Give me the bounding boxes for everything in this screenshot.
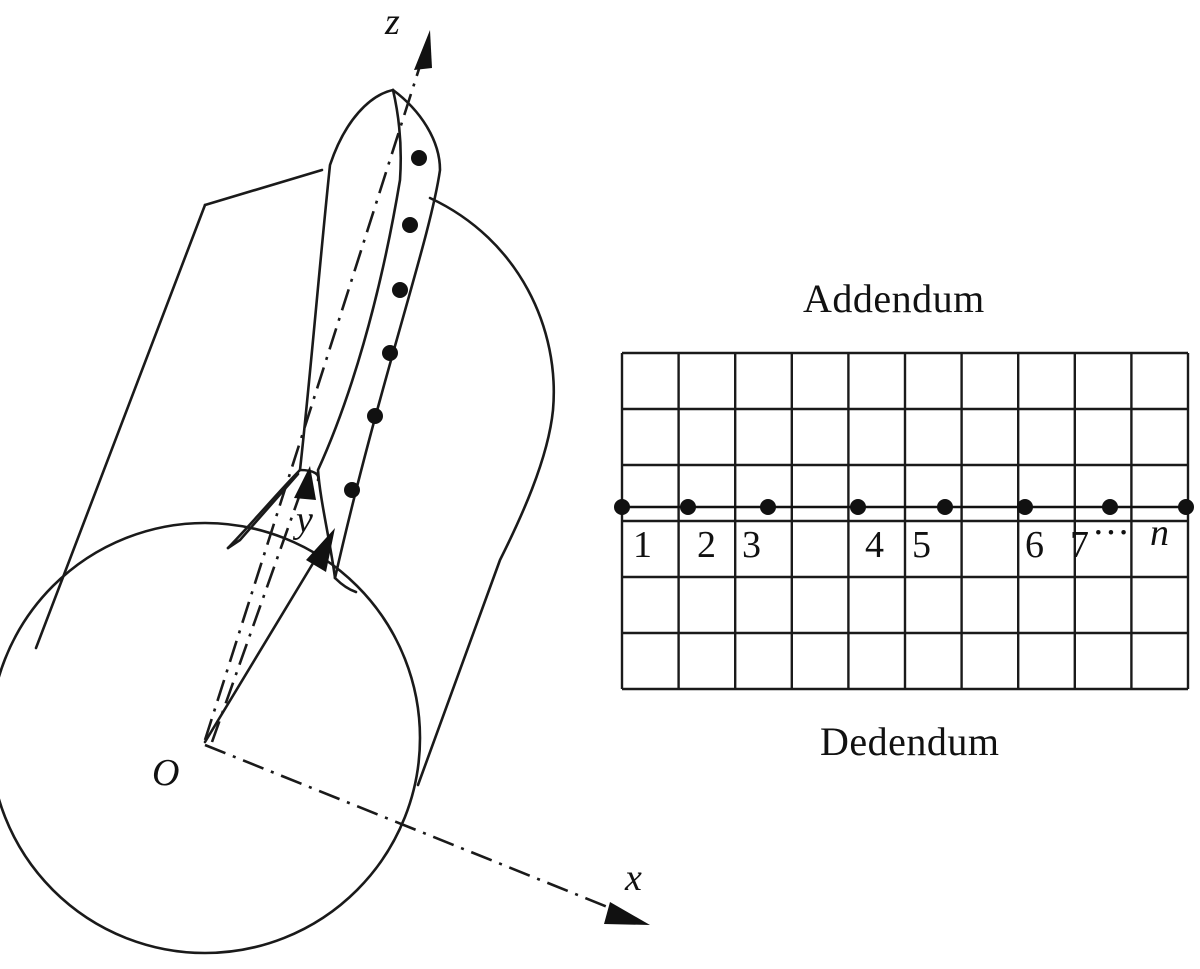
grid-point <box>1178 499 1194 515</box>
grid-point <box>850 499 866 515</box>
grid-last-point-label: n <box>1150 512 1169 554</box>
x-axis-line <box>204 743 621 914</box>
tooth-left-flank <box>298 88 395 472</box>
z-axis-line <box>203 49 427 741</box>
x-axis-label: x <box>624 857 642 899</box>
grid-point <box>1017 499 1033 515</box>
grid-point <box>1102 499 1118 515</box>
grid-point-label: 5 <box>912 524 931 566</box>
grid-point <box>937 499 953 515</box>
y-axis-arrowhead <box>294 466 316 500</box>
grid-point <box>614 499 630 515</box>
grid-point <box>760 499 776 515</box>
tooth-inner-flank <box>316 88 403 580</box>
cylinder <box>0 168 556 955</box>
cylinder-top-edge <box>203 168 324 207</box>
grid-point-label: 6 <box>1025 524 1044 566</box>
dedendum-label: Dedendum <box>820 719 1000 764</box>
contact-point <box>344 482 360 498</box>
x-axis-arrowhead <box>604 902 650 925</box>
grid-point-label: 1 <box>633 524 652 566</box>
grid-ellipsis: ··· <box>1092 512 1130 554</box>
contact-point <box>382 345 398 361</box>
tooth-end-cap <box>298 468 320 482</box>
addendum-label: Addendum <box>803 276 985 321</box>
contact-point <box>367 408 383 424</box>
tooth-right-flank <box>333 88 442 580</box>
grid-point-label: 3 <box>742 524 761 566</box>
y-axis-label: y <box>292 499 313 541</box>
grid-point <box>680 499 696 515</box>
radius-vector-arrowhead <box>306 528 335 572</box>
cylinder-right-edge <box>416 196 556 787</box>
cylinder-left-edge <box>34 203 207 650</box>
grid-point-label: 7 <box>1070 524 1089 566</box>
tooth-face-right <box>333 576 358 594</box>
z-axis-arrowhead <box>414 30 432 70</box>
origin-label: O <box>152 752 179 794</box>
axes: z y x O <box>152 1 650 925</box>
grid-point-label: 4 <box>865 524 884 566</box>
tooth-root-left <box>226 468 302 550</box>
contact-point <box>411 150 427 166</box>
grid-point-label: 2 <box>697 524 716 566</box>
grid-lines <box>620 351 1190 691</box>
helical-tooth <box>226 88 442 594</box>
contact-point <box>392 282 408 298</box>
radius-vector <box>203 553 320 744</box>
z-axis-label: z <box>384 1 400 43</box>
contact-point <box>402 217 418 233</box>
cylinder-front-face <box>0 521 422 955</box>
y-axis-line <box>210 479 307 743</box>
tooth-face-left <box>226 472 300 550</box>
